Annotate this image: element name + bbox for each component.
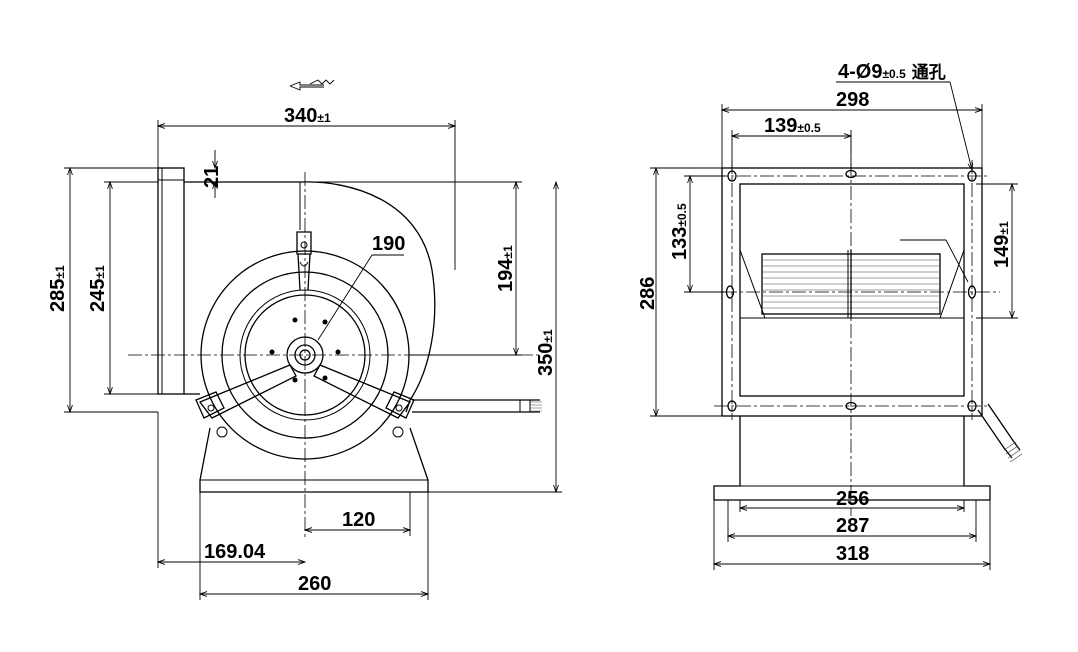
dim-base-width: 260 bbox=[298, 573, 331, 595]
dim-overall-height-tol: ±1 bbox=[541, 329, 555, 343]
dim-outlet-height: 245 bbox=[87, 279, 109, 312]
dim-hole-spacing-top: 139 bbox=[764, 115, 797, 137]
svg-text:194±1: 194±1 bbox=[495, 245, 517, 292]
svg-text:245±1: 245±1 bbox=[87, 265, 109, 312]
side-view: 340±1 21 285±1 245±1 194±1 350±1 190 120 bbox=[47, 79, 562, 600]
holes-label: 4-Ø9 bbox=[838, 61, 882, 83]
svg-text:139±0.5: 139±0.5 bbox=[764, 115, 821, 137]
rotation-arrow-icon bbox=[289, 79, 335, 91]
dim-hole-spacing-right: 149 bbox=[991, 235, 1013, 268]
dim-flange-height: 286 bbox=[637, 277, 659, 310]
dim-shaft-to-edge: 169.04 bbox=[204, 541, 266, 563]
dim-hole-spacing-top-tol: ±0.5 bbox=[797, 121, 821, 135]
holes-tol: ±0.5 bbox=[882, 67, 906, 81]
dim-shaft-to-top: 194 bbox=[495, 258, 517, 292]
dim-base-offset: 120 bbox=[342, 509, 375, 531]
base-bracket bbox=[199, 427, 429, 493]
dim-shaft-to-top-tol: ±1 bbox=[501, 245, 515, 259]
svg-text:285±1: 285±1 bbox=[47, 265, 69, 312]
holes-note: 通孔 bbox=[912, 63, 946, 83]
dim-total-height: 285 bbox=[47, 279, 69, 312]
dim-flange-width: 298 bbox=[836, 89, 869, 111]
scroll-housing bbox=[184, 181, 436, 413]
svg-text:149±1: 149±1 bbox=[991, 221, 1013, 268]
dim-base-inner: 256 bbox=[836, 488, 869, 510]
dim-base-mid: 287 bbox=[836, 515, 869, 537]
dim-hole-spacing-right-tol: ±1 bbox=[997, 221, 1011, 235]
dim-flange-offset: 21 bbox=[201, 166, 223, 188]
svg-text:350±1: 350±1 bbox=[535, 329, 557, 376]
dim-overall-height: 350 bbox=[535, 343, 557, 376]
dim-base-outer: 318 bbox=[836, 543, 869, 565]
dim-width: 340 bbox=[284, 105, 317, 127]
dim-width-tol: ±1 bbox=[317, 111, 331, 125]
dim-outlet-height-tol: ±1 bbox=[93, 265, 107, 279]
dim-hole-spacing-left-tol: ±0.5 bbox=[675, 203, 689, 227]
dim-wheel-diameter: 190 bbox=[372, 233, 405, 255]
svg-text:133±0.5: 133±0.5 bbox=[669, 203, 691, 260]
svg-text:4-Ø9±0.5通孔: 4-Ø9±0.5 通孔 bbox=[838, 61, 946, 83]
svg-text:340±1: 340±1 bbox=[284, 105, 331, 127]
dim-hole-spacing-left: 133 bbox=[669, 227, 691, 260]
dim-total-height-tol: ±1 bbox=[53, 265, 67, 279]
